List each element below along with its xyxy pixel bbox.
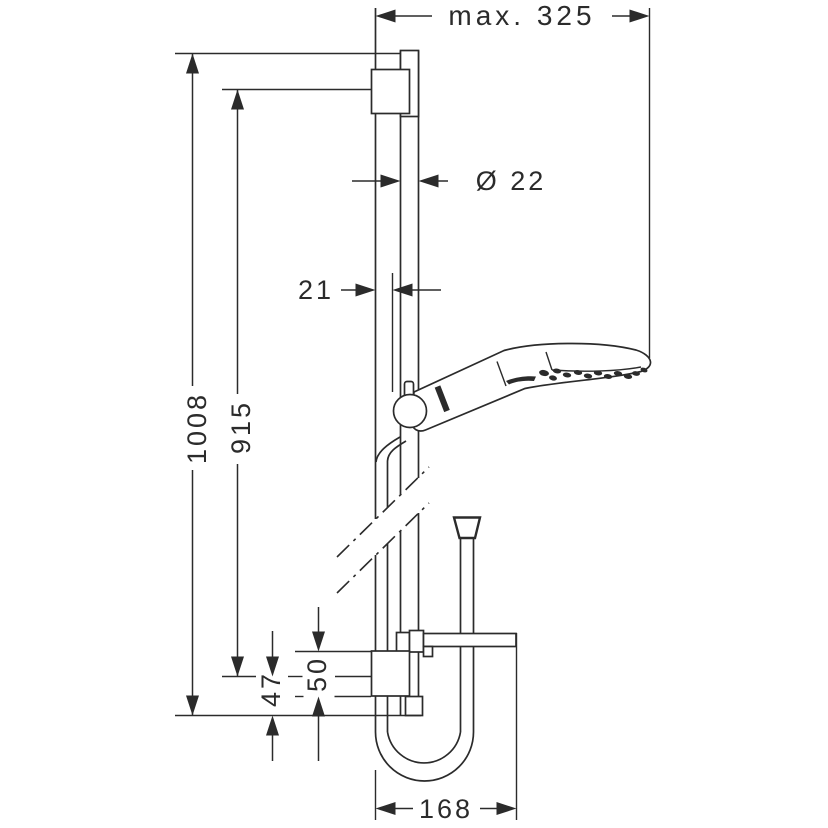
hose-loop-width-label: 168: [419, 794, 473, 824]
break-marks: [336, 466, 430, 594]
dimension-hose-loop-width: 168: [374, 633, 518, 824]
spray-face-edge: [545, 351, 553, 371]
dimension-end-offset: 47: [256, 631, 286, 761]
bottom-bracket-end-piece: [404, 695, 424, 717]
shower-hose: [374, 436, 482, 782]
slider-knob: [392, 393, 428, 429]
bar-length-label: 915: [226, 400, 256, 454]
dimension-overall-height: 1008: [175, 52, 421, 717]
spray-face-rim: [551, 366, 642, 372]
holder-offset-label: 21: [298, 275, 334, 305]
grip-ring: [434, 385, 450, 413]
hand-shower: [392, 342, 652, 432]
bracket-height-label: 50: [302, 656, 332, 692]
holder-arm-bar: [422, 632, 517, 648]
shower-holder-arm: [395, 629, 517, 658]
bottom-bracket-cover: [370, 650, 411, 697]
top-bracket-cover: [370, 68, 411, 115]
bottom-wall-bracket: [370, 650, 424, 717]
select-button: [506, 376, 536, 385]
dimension-rail-diameter: Ø 22: [352, 166, 547, 196]
spray-nozzles: [539, 367, 648, 381]
max-reach-label: max. 325: [448, 0, 595, 31]
handle-joint-line: [496, 361, 507, 387]
dimension-holder-offset: 21: [298, 273, 441, 392]
dimension-bracket-height: 50: [295, 607, 371, 761]
hose-connector: [452, 516, 482, 540]
overall-height-label: 1008: [182, 392, 212, 464]
end-offset-label: 47: [256, 671, 286, 707]
dimension-max-reach: max. 325: [375, 0, 651, 358]
dimension-bar-length: 915: [222, 88, 371, 678]
hand-shower-body: [410, 342, 652, 432]
rail-diameter-label: Ø 22: [476, 166, 547, 196]
top-wall-bracket: [370, 49, 420, 118]
